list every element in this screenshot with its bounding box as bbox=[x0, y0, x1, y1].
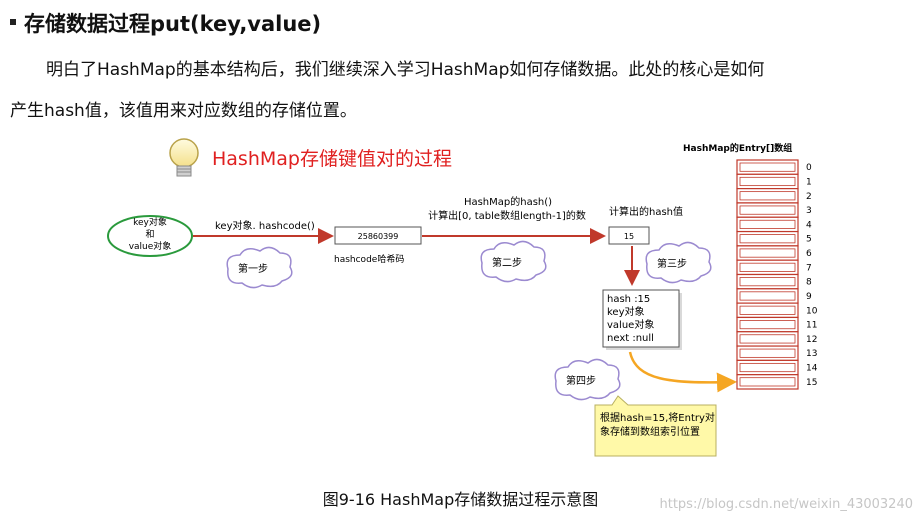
array-cell bbox=[736, 302, 799, 319]
arrow-step-4 bbox=[628, 351, 737, 393]
array-index-label: 0 bbox=[806, 163, 812, 173]
array-cell-inner bbox=[739, 248, 796, 258]
array-index-label: 15 bbox=[806, 378, 817, 388]
array-cell-inner bbox=[739, 191, 796, 201]
array-cell bbox=[736, 316, 799, 333]
array-index-label: 10 bbox=[806, 306, 818, 316]
array-index-label: 1 bbox=[806, 177, 812, 187]
array-cell bbox=[736, 259, 799, 276]
step-cloud-1: 第一步 bbox=[226, 246, 293, 289]
light-bulb-icon bbox=[169, 138, 199, 177]
array-index-label: 12 bbox=[806, 335, 817, 345]
array-cell bbox=[736, 245, 799, 261]
note-line-1: 根据hash=15,将Entry对 bbox=[600, 411, 715, 424]
array-cell-inner bbox=[739, 219, 796, 229]
array-cell bbox=[736, 359, 799, 376]
step-cloud-3: 第三步 bbox=[645, 241, 712, 284]
entry-line-key: key对象 bbox=[607, 305, 645, 318]
array-cell bbox=[736, 345, 799, 361]
watermark: https://blog.csdn.net/weixin_43003240 bbox=[659, 497, 913, 512]
array-cell bbox=[736, 202, 799, 218]
hash-value: 15 bbox=[624, 232, 634, 241]
hashcode-value: 25860399 bbox=[358, 232, 399, 241]
intro-paragraph-1: 明白了HashMap的基本结构后，我们继续深入学习HashMap如何存储数据。此… bbox=[46, 60, 765, 80]
arrow2-label-line-2: 计算出[0, table数组length-1]的数 bbox=[428, 209, 586, 222]
array-cell-inner bbox=[739, 291, 796, 301]
note-callout bbox=[594, 395, 717, 457]
array-cell-inner bbox=[739, 377, 796, 387]
hashcode-box bbox=[334, 226, 422, 245]
arrow1-label: key对象. hashcode() bbox=[215, 219, 315, 232]
array-title: HashMap的Entry[]数组 bbox=[683, 142, 792, 154]
entry-line-hash: hash :15 bbox=[607, 294, 650, 305]
step-cloud-4: 第四步 bbox=[554, 358, 621, 401]
section-heading: 存储数据过程put(key,value) bbox=[10, 8, 321, 38]
ellipse-line-3: value对象 bbox=[129, 240, 172, 252]
entry-line-next: next :null bbox=[607, 333, 654, 344]
array-cell bbox=[736, 230, 799, 247]
array-cell-inner bbox=[739, 277, 796, 287]
array-cell-inner bbox=[739, 320, 796, 330]
key-value-ellipse bbox=[107, 215, 193, 257]
step-label-2: 第二步 bbox=[492, 256, 522, 269]
step-label-1: 第一步 bbox=[238, 262, 268, 275]
array-cell-inner bbox=[739, 262, 796, 272]
hashcode-caption: hashcode哈希码 bbox=[334, 253, 404, 265]
diagram-title: HashMap存储键值对的过程 bbox=[212, 148, 452, 170]
intro-paragraph-2: 产生hash值，该值用来对应数组的存储位置。 bbox=[10, 101, 357, 121]
array-cell bbox=[736, 288, 799, 304]
ellipse-line-2: 和 bbox=[145, 229, 154, 240]
array-index-label: 8 bbox=[806, 278, 812, 288]
hash-caption: 计算出的hash值 bbox=[609, 205, 683, 218]
array-index-label: 2 bbox=[806, 192, 812, 202]
array-index-label: 5 bbox=[806, 235, 812, 245]
array-index-label: 4 bbox=[806, 220, 812, 230]
array-cell-inner bbox=[739, 162, 796, 172]
array-cell-inner bbox=[739, 205, 796, 215]
entry-line-value: value对象 bbox=[607, 318, 654, 331]
note-line-2: 象存储到数组索引位置 bbox=[600, 425, 700, 438]
array-cell-inner bbox=[739, 334, 796, 344]
arrow2-label-line-1: HashMap的hash() bbox=[464, 195, 552, 208]
section-heading-text: 存储数据过程put(key,value) bbox=[24, 12, 322, 36]
array-index-label: 14 bbox=[806, 364, 818, 374]
array-cell-inner bbox=[739, 348, 796, 358]
array-cell bbox=[736, 216, 799, 233]
hash-value-box bbox=[608, 226, 650, 245]
array-cell bbox=[736, 374, 799, 390]
bullet-icon bbox=[10, 19, 16, 25]
array-cell-inner bbox=[739, 305, 796, 315]
step-label-4: 第四步 bbox=[566, 374, 596, 387]
array-cell bbox=[736, 331, 799, 347]
array-index-label: 13 bbox=[806, 349, 817, 359]
array-cell bbox=[736, 173, 799, 190]
array-cell-inner bbox=[739, 234, 796, 244]
array-index-label: 7 bbox=[806, 263, 812, 273]
array-index-label: 11 bbox=[806, 321, 817, 331]
ellipse-line-1: key对象 bbox=[133, 216, 167, 228]
array-cell-inner bbox=[739, 176, 796, 187]
array-cell bbox=[736, 188, 799, 204]
array-cell-inner bbox=[739, 362, 796, 373]
step-label-3: 第三步 bbox=[657, 257, 687, 270]
array-cell bbox=[736, 273, 799, 290]
array-cell bbox=[736, 159, 799, 175]
entry-box bbox=[602, 289, 680, 348]
array-index-label: 3 bbox=[806, 206, 812, 216]
figure-caption: 图9-16 HashMap存储数据过程示意图 bbox=[322, 490, 599, 509]
array-index-label: 9 bbox=[806, 292, 812, 302]
array-index-label: 6 bbox=[806, 249, 812, 259]
step-cloud-2: 第二步 bbox=[480, 240, 547, 283]
